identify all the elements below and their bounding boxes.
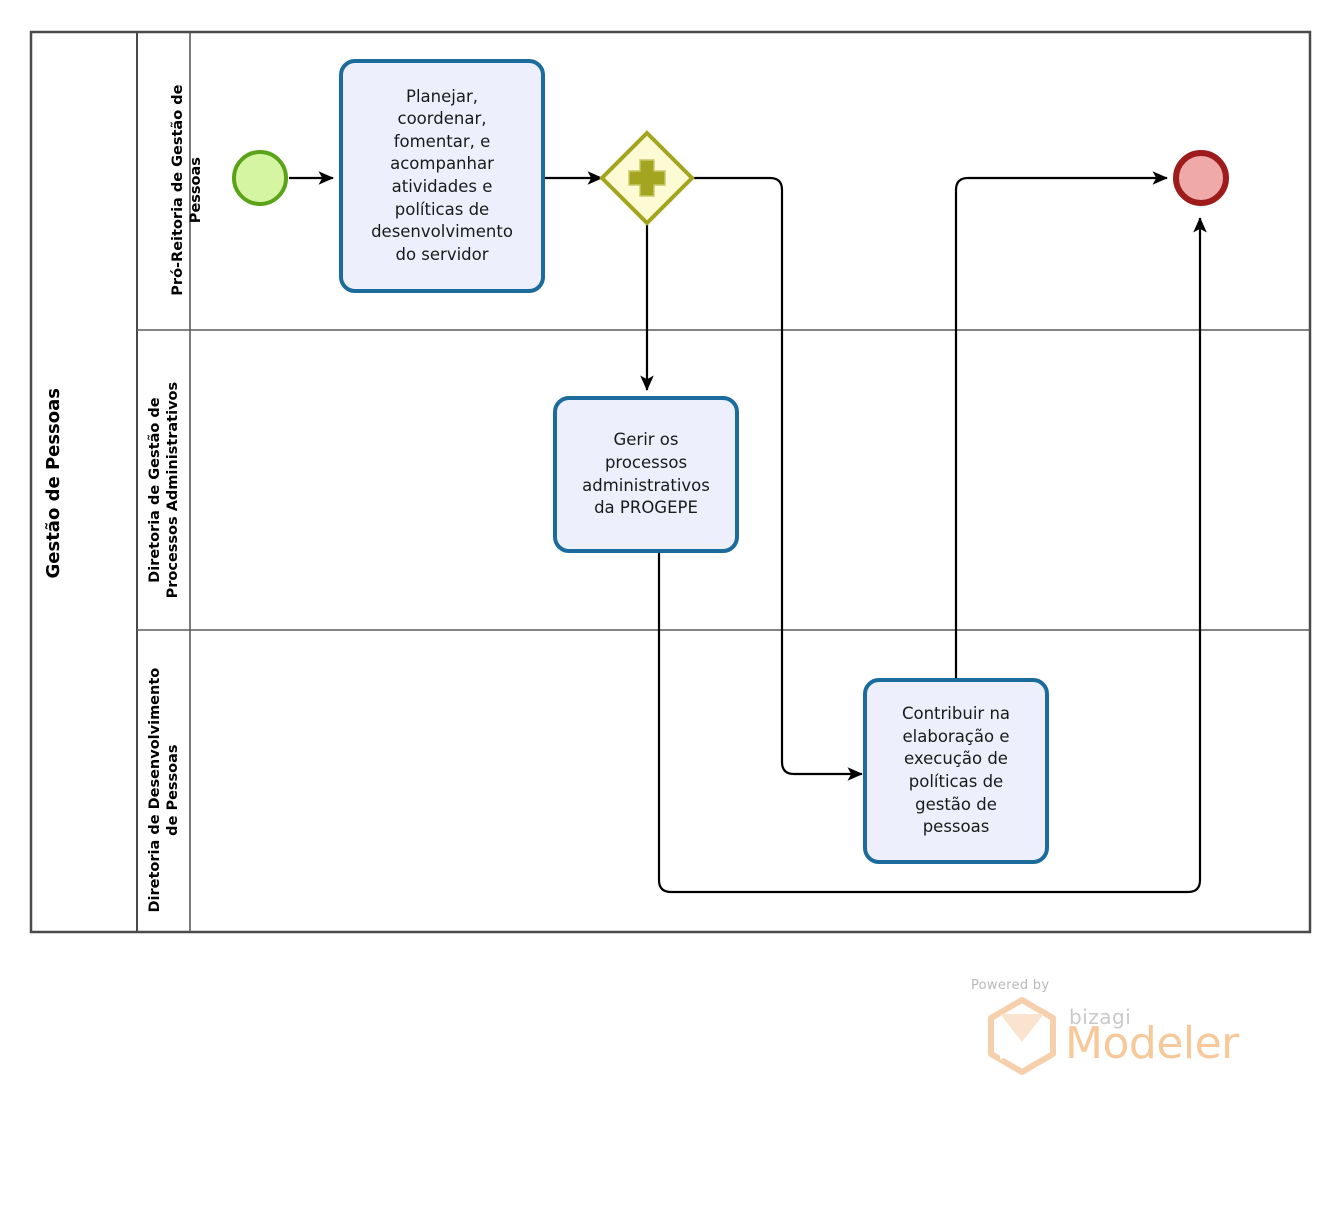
watermark-product: Modeler xyxy=(1065,1018,1239,1069)
flow-task2-to-end xyxy=(657,217,1207,894)
flow-gateway-to-task3 xyxy=(692,176,863,781)
watermark-powered-by: Powered by xyxy=(971,978,1050,993)
lane-dividers xyxy=(137,32,1310,932)
watermark-brand: bizagi xyxy=(1069,1005,1132,1029)
task-gerir-processos[interactable] xyxy=(553,396,739,553)
end-event[interactable] xyxy=(1173,150,1229,206)
start-event[interactable] xyxy=(232,150,288,206)
parallel-gateway[interactable] xyxy=(599,130,695,226)
lane-label-pro-reitoria: Pró-Reitoria de Gestão de Pessoas xyxy=(169,84,204,296)
pool-title: Gestão de Pessoas xyxy=(42,388,64,579)
task-contribuir-politicas[interactable] xyxy=(863,678,1049,864)
bizagi-logo-icon xyxy=(988,997,1056,1075)
lane-label-gestao-processos: Diretoria de Gestão de Processos Adminis… xyxy=(146,381,181,599)
flow-task3-to-end xyxy=(954,171,1168,680)
plus-icon xyxy=(628,159,666,197)
task-planejar-coordenar[interactable] xyxy=(339,59,545,293)
sequence-flows xyxy=(289,171,1207,894)
lane-label-desenvolvimento: Diretoria de Desenvolvimento de Pessoas xyxy=(146,667,181,913)
